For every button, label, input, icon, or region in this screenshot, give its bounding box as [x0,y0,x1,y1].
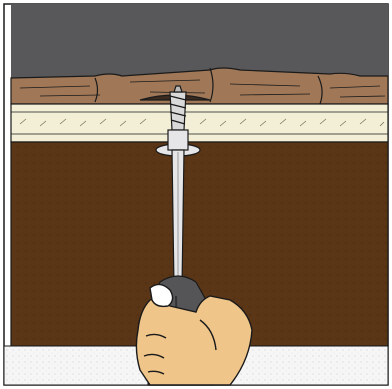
insulation-layer [11,104,388,142]
